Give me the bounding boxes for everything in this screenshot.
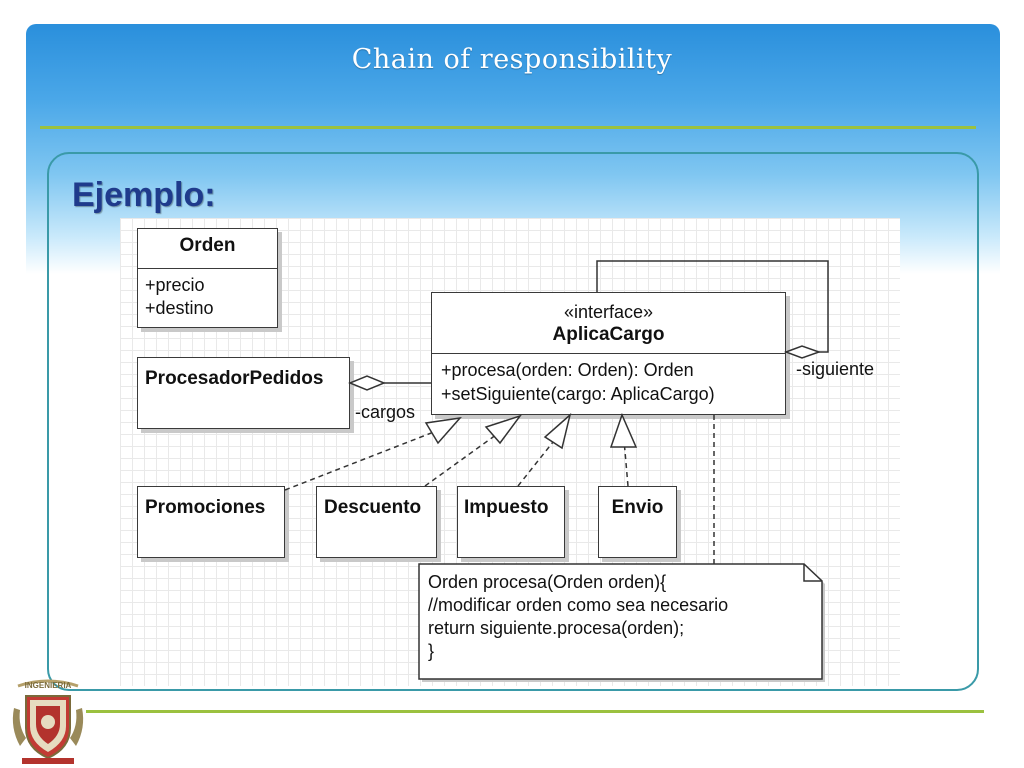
ingenieria-logo: INGENIERIA [12, 679, 84, 764]
siguiente-aggregation-diamond [783, 345, 822, 359]
logo-text: INGENIERIA [25, 681, 72, 690]
note-shape [418, 563, 825, 682]
class-envio-name: Envio [611, 497, 664, 518]
class-descuento-name: Descuento [324, 497, 422, 518]
note-line-1: Orden procesa(Orden orden){ [428, 572, 667, 592]
siguiente-self-loop-line [596, 260, 829, 353]
class-orden-name: Orden [179, 235, 236, 256]
class-envio: Envio [598, 486, 677, 558]
top-divider [40, 126, 976, 129]
class-orden-attr-destino: +destino [145, 298, 214, 318]
interface-op-procesa: +procesa(orden: Orden): Orden [441, 360, 694, 380]
class-impuesto: Impuesto [457, 486, 565, 558]
realization-promociones-line [284, 427, 445, 491]
class-promociones-name: Promociones [145, 497, 266, 518]
interface-divider [432, 353, 785, 354]
class-procesador-name: ProcesadorPedidos [145, 368, 324, 389]
interface-name: AplicaCargo [552, 324, 665, 345]
class-orden: Orden +precio +destino [137, 228, 278, 328]
code-note: Orden procesa(Orden orden){ //modificar … [419, 564, 822, 679]
note-text: Orden procesa(Orden orden){ //modificar … [428, 571, 728, 663]
realization-arrowhead-envio [609, 412, 638, 448]
interface-stereotype: «interface» [563, 302, 654, 322]
realization-descuento-line [424, 431, 501, 487]
cargos-aggregation-diamond [348, 375, 386, 391]
class-impuesto-name: Impuesto [464, 497, 549, 518]
realization-arrowhead-promociones [424, 416, 462, 445]
class-orden-divider [138, 268, 277, 269]
realization-arrowhead-descuento [484, 414, 522, 445]
cargos-label: -cargos [355, 402, 415, 422]
content-frame [47, 152, 979, 691]
class-procesador-pedidos: ProcesadorPedidos [137, 357, 350, 429]
class-promociones: Promociones [137, 486, 285, 558]
class-descuento: Descuento [316, 486, 437, 558]
realization-impuesto-line [517, 436, 558, 487]
interface-aplica-cargo: «interface» AplicaCargo +procesa(orden: … [431, 292, 786, 415]
siguiente-label: -siguiente [796, 359, 874, 379]
note-line-3: return siguiente.procesa(orden); [428, 618, 685, 638]
note-line-2: //modificar orden como sea necesario [428, 595, 729, 615]
bottom-divider [86, 710, 984, 713]
realization-arrowhead-impuesto [543, 412, 572, 450]
section-heading: Ejemplo: [72, 176, 216, 214]
slide-title: Chain of responsibility [351, 44, 673, 75]
class-orden-attr-precio: +precio [145, 275, 205, 295]
interface-op-set-siguiente: +setSiguiente(cargo: AplicaCargo) [441, 384, 715, 404]
note-line-4: } [428, 641, 435, 661]
